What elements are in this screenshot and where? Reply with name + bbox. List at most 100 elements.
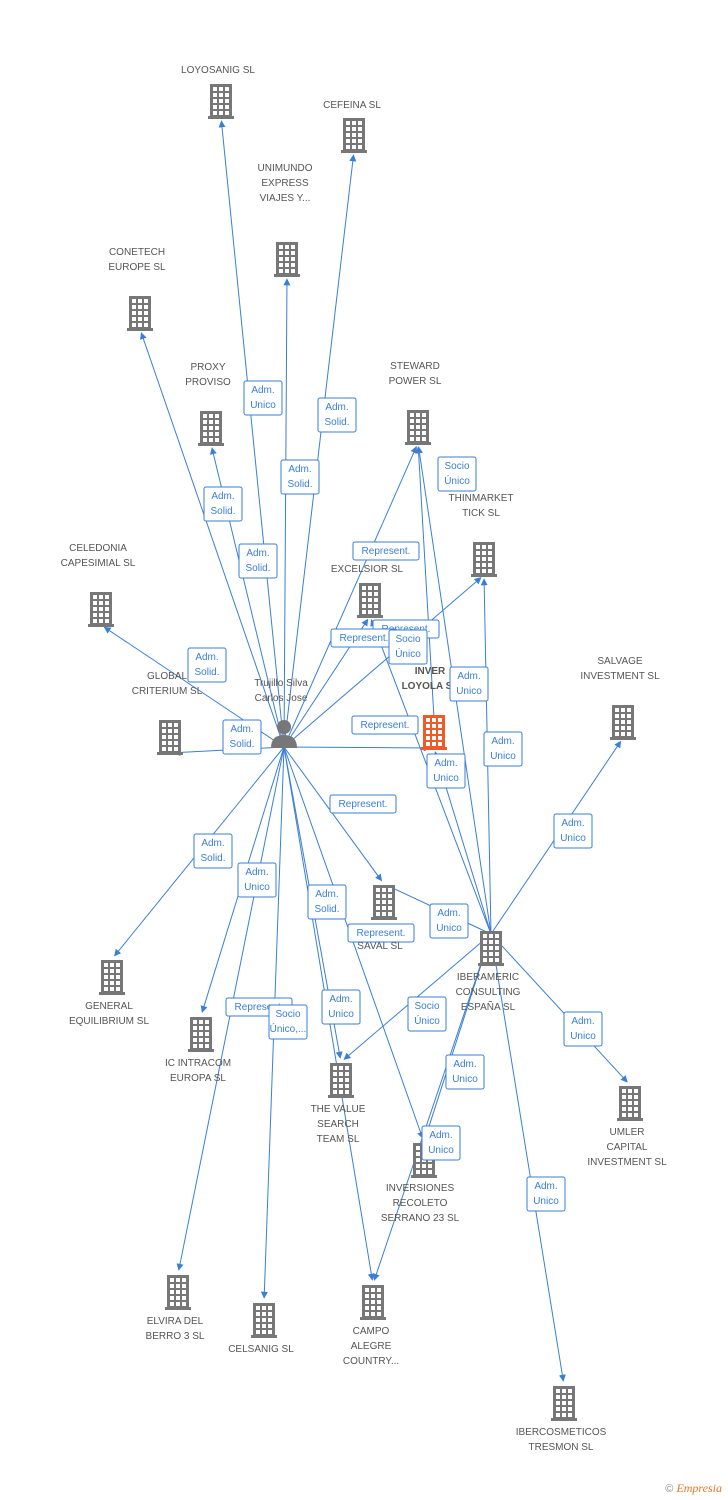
edge-label-box[interactable]: Adm.Solid. [317, 397, 357, 433]
edge-label-text: Socio [414, 1001, 439, 1012]
edge-label-frame [243, 380, 283, 416]
edge-line [372, 933, 492, 1281]
brand-logo[interactable]: Empresia [676, 1481, 722, 1495]
building-window [371, 1312, 375, 1316]
edge-label-box[interactable]: SocioÚnico,... [268, 1004, 308, 1040]
building-window [634, 1095, 638, 1099]
edge-label-box[interactable]: Adm.Solid. [187, 647, 227, 683]
edge-label-box[interactable]: Represent. [347, 923, 415, 943]
building-window [352, 127, 356, 131]
building-window [432, 736, 436, 740]
building-window [422, 431, 426, 435]
edge-label-box[interactable]: Adm.Unico [429, 903, 469, 939]
building-base [610, 737, 636, 740]
company-node-celsanig[interactable]: CELSANIG SL [228, 1303, 294, 1355]
edge-label-box[interactable]: Adm.Solid. [222, 719, 262, 755]
edge-label-box[interactable]: Adm.Unico [426, 753, 466, 789]
edge-label-box[interactable]: Adm.Unico [553, 813, 593, 849]
building-base [328, 1095, 354, 1098]
edge-label-box[interactable]: Represent. [329, 794, 397, 814]
edge-label-box[interactable]: Represent. [330, 628, 398, 648]
edge-label-text: Unico [433, 773, 459, 784]
edge-label-box[interactable]: Adm.Solid. [193, 833, 233, 869]
building-window [562, 1407, 566, 1411]
edge-label-box[interactable]: Adm.Unico [563, 1011, 603, 1047]
building-window [438, 730, 442, 734]
building-window [382, 912, 386, 916]
edge-label-box[interactable]: Adm.Unico [237, 862, 277, 898]
building-window [628, 1095, 632, 1099]
edge-label-box[interactable]: Represent. [352, 541, 420, 561]
building-window [262, 1312, 266, 1316]
edge-line [283, 577, 482, 748]
building-window [377, 1300, 381, 1304]
edge-label-frame [238, 543, 278, 579]
edge-label-frame [237, 862, 277, 898]
edge-line [283, 154, 357, 748]
edge-label-box[interactable]: Adm.Solid. [203, 486, 243, 522]
building-window [556, 1401, 560, 1405]
building-window [621, 720, 625, 724]
building-window [285, 263, 289, 267]
building-window [388, 906, 392, 910]
company-node-excelsior[interactable]: EXCELSIOR SL [331, 564, 404, 618]
edge-label-box[interactable]: Adm.Unico [449, 666, 489, 702]
edge-label-box[interactable]: Adm.Unico [321, 989, 361, 1025]
edge-label-box[interactable]: Adm.Solid. [307, 884, 347, 920]
node-label: ESPAÑA SL [461, 1000, 516, 1013]
node-label: LOYOSANIG SL [181, 65, 255, 76]
node-label: SALVAGE [597, 656, 643, 667]
edge-label-box[interactable]: Adm.Unico [421, 1125, 461, 1161]
edge-line [218, 120, 285, 748]
building-window [225, 105, 229, 109]
node-label: PROXY [190, 362, 225, 373]
edge-label-box[interactable]: Adm.Unico [483, 731, 523, 767]
node-label: GLOBAL [147, 671, 187, 682]
building-window [358, 139, 362, 143]
company-node-loyosanig[interactable]: LOYOSANIG SL [181, 65, 255, 119]
edge-label-box[interactable]: Represent. [351, 715, 419, 735]
edge-label-box[interactable]: Adm.Unico [445, 1054, 485, 1090]
edge-label-box[interactable]: Adm.Unico [526, 1176, 566, 1212]
building-window [132, 299, 136, 303]
node-label: THINMARKET [449, 493, 514, 504]
edge-label-text: Adm. [246, 548, 269, 559]
edge-label-box[interactable]: Adm.Solid. [280, 459, 320, 495]
node-label: SERRANO 23 SL [381, 1213, 460, 1224]
edge-label-text: Represent. [340, 633, 389, 644]
building-window [438, 736, 442, 740]
company-node-cefeina[interactable]: CEFEINA SL [323, 100, 381, 153]
building-window [93, 613, 97, 617]
edge-label-box[interactable]: Adm.Solid. [238, 543, 278, 579]
company-node-campo[interactable]: CAMPOALEGRECOUNTRY... [343, 1285, 399, 1367]
edge-label-box[interactable]: Adm.Unico [243, 380, 283, 416]
building-window [376, 906, 380, 910]
building-window [627, 732, 631, 736]
building-window [162, 723, 166, 727]
building-window [104, 969, 108, 973]
building-window [416, 1170, 420, 1174]
edge-label-text: Adm. [534, 1181, 557, 1192]
building-window [209, 426, 213, 430]
